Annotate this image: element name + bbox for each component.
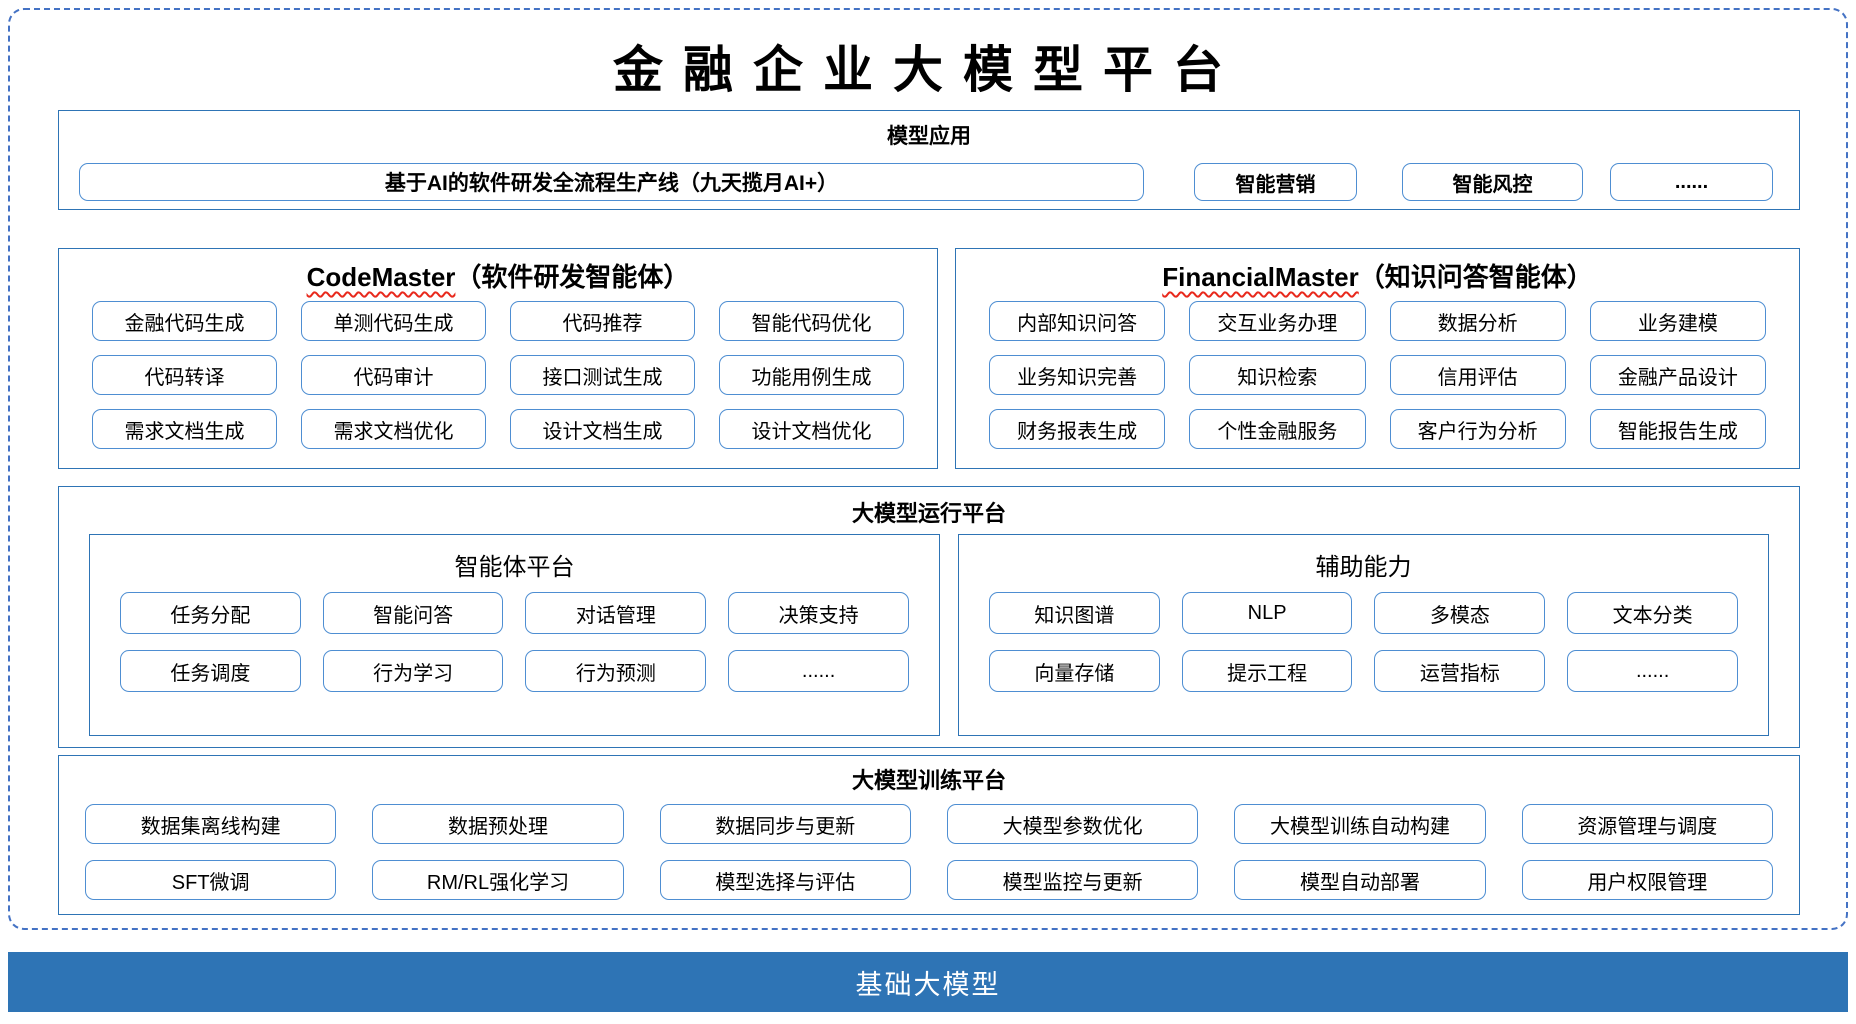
capability-item: 需求文档优化 (301, 409, 486, 449)
capability-item: 运营指标 (1374, 650, 1546, 692)
codemaster-name: CodeMaster (306, 262, 456, 292)
training-platform-grid: 数据集离线构建 数据预处理 数据同步与更新 大模型参数优化 大模型训练自动构建 … (59, 804, 1799, 900)
financialmaster-grid: 内部知识问答 交互业务办理 数据分析 业务建模 业务知识完善 知识检索 信用评估… (956, 301, 1799, 449)
agent-platform-grid: 任务分配 智能问答 对话管理 决策支持 任务调度 行为学习 行为预测 .....… (90, 592, 939, 692)
codemaster-grid: 金融代码生成 单测代码生成 代码推荐 智能代码优化 代码转译 代码审计 接口测试… (59, 301, 937, 449)
training-platform-section: 大模型训练平台 数据集离线构建 数据预处理 数据同步与更新 大模型参数优化 大模… (58, 755, 1800, 915)
runtime-platform-section: 大模型运行平台 智能体平台 任务分配 智能问答 对话管理 决策支持 任务调度 行… (58, 486, 1800, 748)
agent-platform-panel: 智能体平台 任务分配 智能问答 对话管理 决策支持 任务调度 行为学习 行为预测… (89, 534, 940, 736)
capability-item: 大模型参数优化 (946, 804, 1199, 844)
capability-item: 对话管理 (525, 592, 707, 634)
capability-item: RM/RL强化学习 (372, 860, 624, 900)
codemaster-suffix: （软件研发智能体） (455, 262, 690, 292)
runtime-platform-header: 大模型运行平台 (851, 501, 1006, 526)
capability-item: 决策支持 (728, 592, 909, 634)
capability-item: 代码转译 (92, 355, 277, 395)
base-model-label: 基础大模型 (855, 969, 1001, 1000)
capability-item: 提示工程 (1181, 650, 1353, 692)
capability-item: 知识图谱 (988, 592, 1160, 634)
capability-item: 行为学习 (322, 650, 504, 692)
capability-item: 设计文档生成 (510, 409, 695, 449)
capability-item: 文本分类 (1567, 592, 1738, 634)
financialmaster-panel: FinancialMaster（知识问答智能体） 内部知识问答 交互业务办理 数… (955, 248, 1800, 469)
capability-item: 设计文档优化 (719, 409, 904, 449)
capability-item: 个性金融服务 (1189, 409, 1366, 449)
capability-item: 内部知识问答 (989, 301, 1166, 341)
capability-item: 多模态 (1374, 592, 1546, 634)
capability-item: 用户权限管理 (1521, 860, 1773, 900)
app-item: 智能营销 (1194, 163, 1357, 201)
capability-item: 业务建模 (1589, 301, 1766, 341)
capability-item: 需求文档生成 (92, 409, 277, 449)
app-item: 智能风控 (1402, 163, 1583, 201)
app-item-ai-pipeline: 基于AI的软件研发全流程生产线（九天揽月AI+） (79, 163, 1144, 201)
app-item: ...... (1610, 163, 1773, 201)
capability-item: 交互业务办理 (1189, 301, 1366, 341)
capability-item: 行为预测 (525, 650, 707, 692)
capability-item: 数据分析 (1389, 301, 1566, 341)
aux-capabilities-grid: 知识图谱 NLP 多模态 文本分类 向量存储 提示工程 运营指标 ...... (959, 592, 1768, 692)
capability-item: 客户行为分析 (1389, 409, 1566, 449)
capability-item: 智能报告生成 (1589, 409, 1766, 449)
base-model-bar: 基础大模型 (8, 952, 1848, 1012)
capability-item: 大模型训练自动构建 (1234, 804, 1486, 844)
capability-item: 知识检索 (1189, 355, 1366, 395)
section-model-applications: 模型应用 基于AI的软件研发全流程生产线（九天揽月AI+） 智能营销 智能风控 … (58, 110, 1800, 210)
codemaster-header: CodeMaster（软件研发智能体） (59, 257, 937, 294)
runtime-inner-row: 智能体平台 任务分配 智能问答 对话管理 决策支持 任务调度 行为学习 行为预测… (89, 534, 1769, 736)
capability-item: 单测代码生成 (301, 301, 486, 341)
capability-item: 金融代码生成 (92, 301, 277, 341)
capability-item: 任务分配 (120, 592, 301, 634)
financialmaster-header: FinancialMaster（知识问答智能体） (956, 257, 1799, 294)
capability-item: 业务知识完善 (989, 355, 1166, 395)
capability-item: 模型选择与评估 (659, 860, 911, 900)
capability-item: ...... (1567, 650, 1738, 692)
agent-platform-header: 智能体平台 (454, 554, 575, 581)
aux-capabilities-header: 辅助能力 (1315, 554, 1412, 581)
capability-item: SFT微调 (85, 860, 337, 900)
capability-item: 模型自动部署 (1234, 860, 1486, 900)
capability-item: 信用评估 (1389, 355, 1566, 395)
capability-item: 智能问答 (322, 592, 504, 634)
capability-item: 资源管理与调度 (1521, 804, 1773, 844)
capability-item: ...... (728, 650, 909, 692)
capability-item: NLP (1181, 592, 1353, 634)
capability-item: 智能代码优化 (719, 301, 904, 341)
capability-item: 数据同步与更新 (659, 804, 911, 844)
capability-item: 向量存储 (988, 650, 1160, 692)
capability-item: 金融产品设计 (1589, 355, 1766, 395)
capability-item: 数据预处理 (372, 804, 624, 844)
capability-item: 财务报表生成 (989, 409, 1166, 449)
training-platform-header: 大模型训练平台 (851, 768, 1006, 793)
capability-item: 代码推荐 (510, 301, 695, 341)
financialmaster-suffix: （知识问答智能体） (1358, 262, 1593, 292)
capability-item: 功能用例生成 (719, 355, 904, 395)
diagram-title: 金融企业大模型平台 (613, 40, 1243, 99)
capability-item: 任务调度 (120, 650, 301, 692)
aux-capabilities-panel: 辅助能力 知识图谱 NLP 多模态 文本分类 向量存储 提示工程 运营指标 ..… (957, 534, 1769, 736)
capability-item: 代码审计 (301, 355, 486, 395)
capability-item: 接口测试生成 (510, 355, 695, 395)
capability-item: 数据集离线构建 (85, 804, 337, 844)
codemaster-panel: CodeMaster（软件研发智能体） 金融代码生成 单测代码生成 代码推荐 智… (58, 248, 938, 469)
model-applications-row: 基于AI的软件研发全流程生产线（九天揽月AI+） 智能营销 智能风控 .....… (79, 163, 1799, 201)
model-applications-header: 模型应用 (887, 125, 971, 148)
capability-item: 模型监控与更新 (946, 860, 1199, 900)
financialmaster-name: FinancialMaster (1162, 262, 1359, 292)
